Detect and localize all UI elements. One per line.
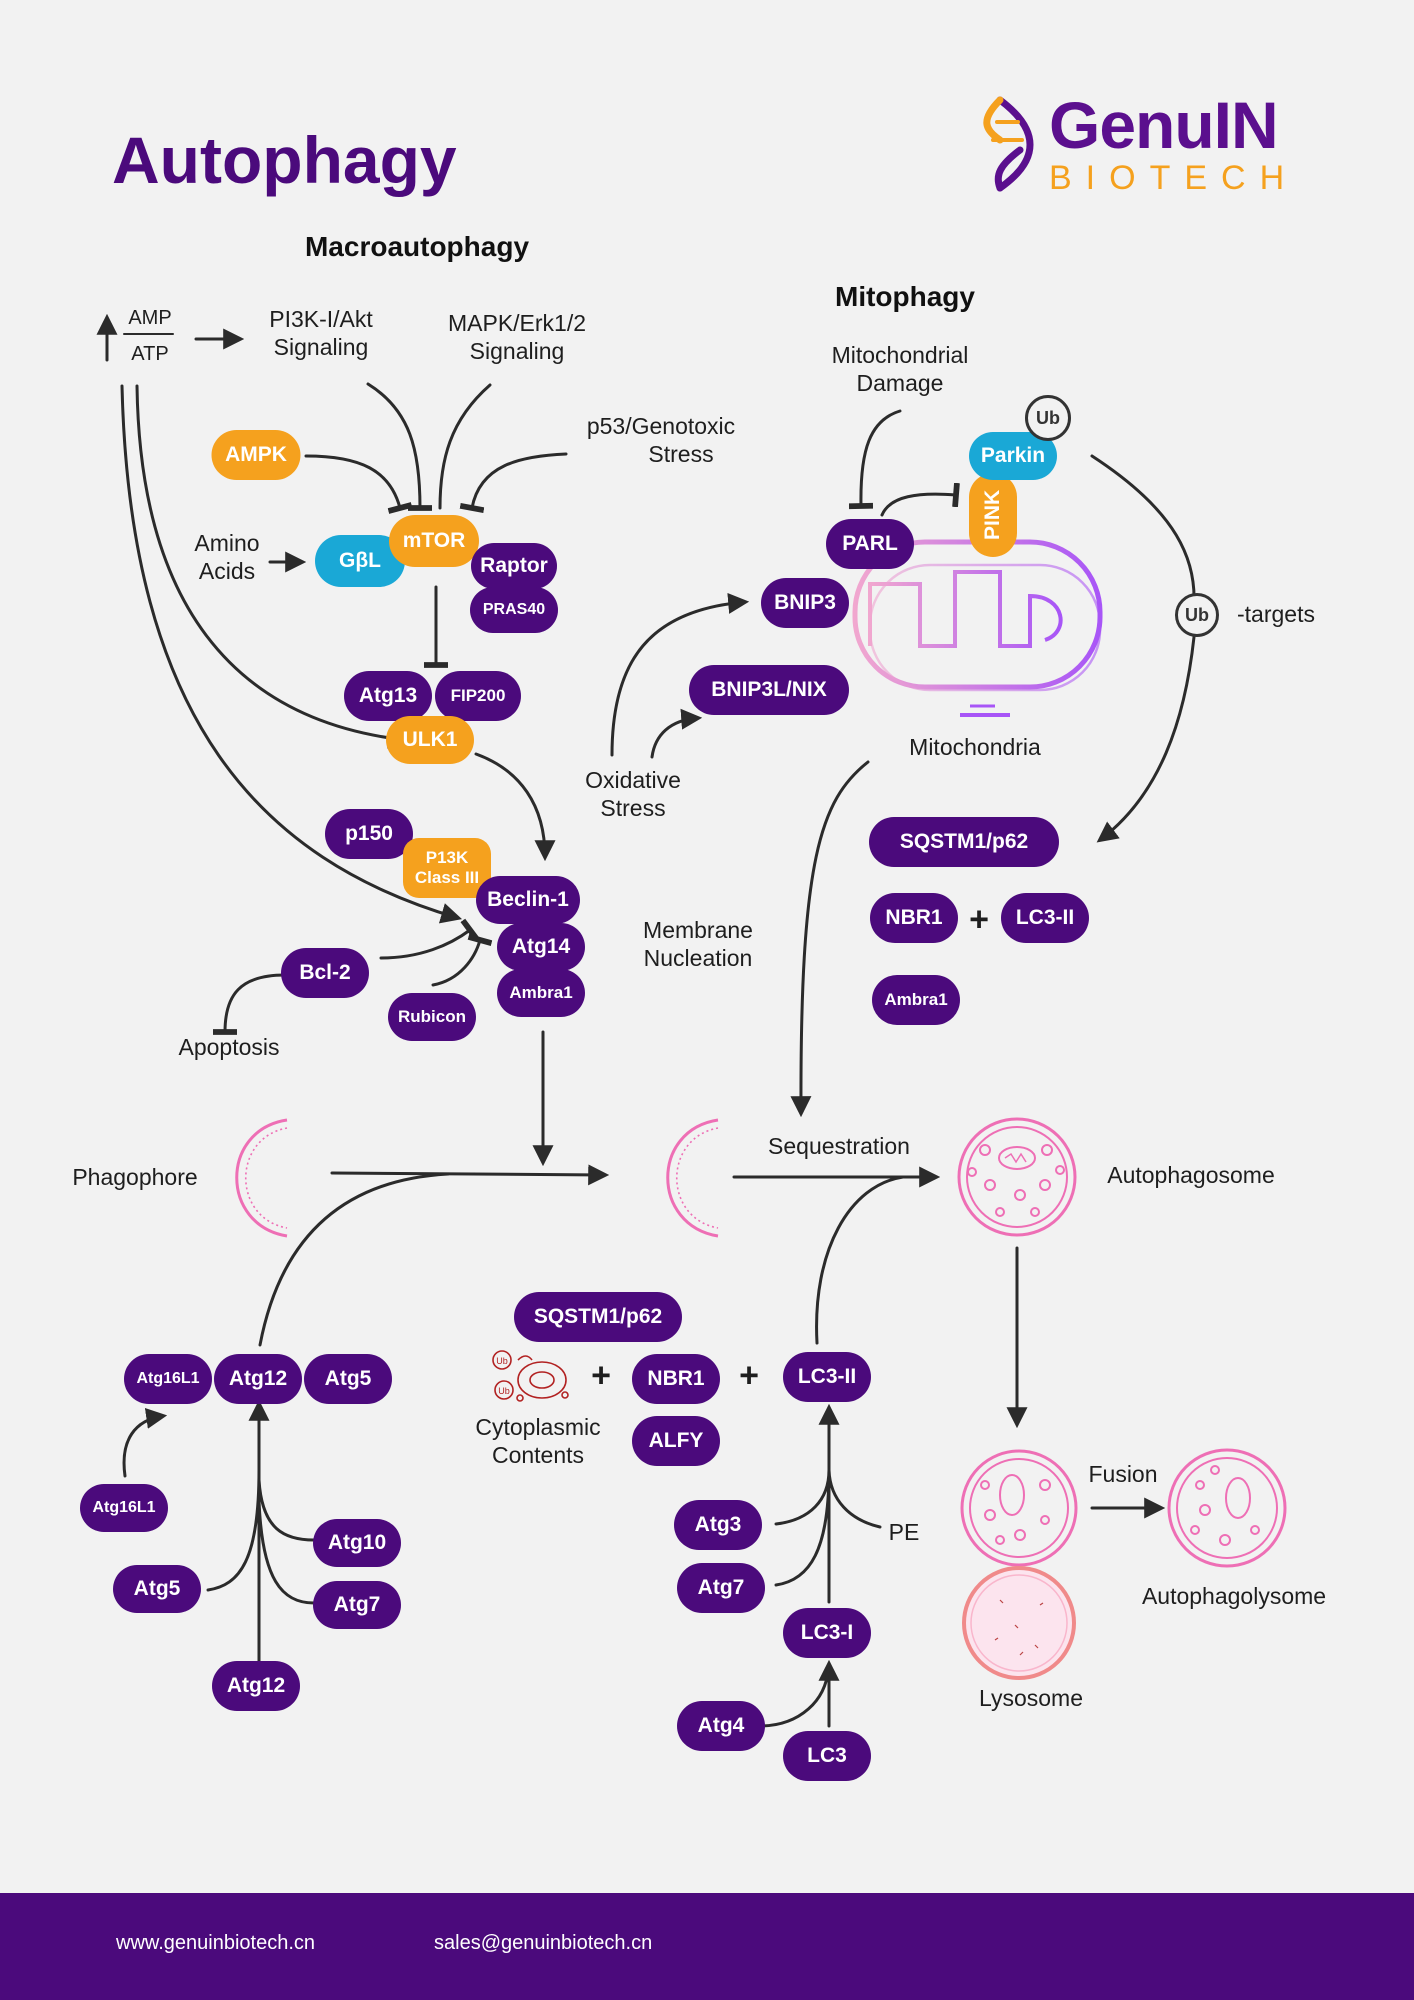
page-title: Autophagy — [112, 123, 457, 197]
phagophore-icon — [666, 1118, 719, 1238]
logo-brand: GenuIN — [1049, 88, 1279, 162]
atg13-node: Atg13 — [344, 671, 432, 721]
autophagolysome-label: Autophagolysome — [1141, 1582, 1327, 1609]
apoptosis-label: Apoptosis — [178, 1033, 280, 1060]
ampk-node: AMPK — [211, 430, 301, 480]
alfy-node: ALFY — [632, 1416, 720, 1466]
email-link[interactable]: sales@genuinbiotech.cn — [434, 1932, 653, 1954]
atg5-node: Atg5 — [113, 1565, 201, 1613]
atg7-node: Atg7 — [313, 1581, 401, 1629]
parkin-node: Parkin — [969, 432, 1057, 480]
atg16l1-node: Atg16L1 — [124, 1354, 212, 1404]
atg4-node: Atg4 — [677, 1701, 765, 1751]
beclin1-node: Beclin-1 — [476, 876, 580, 924]
ub-icon: Ub — [1025, 395, 1071, 441]
footer-bar — [0, 1893, 1414, 2000]
ulk1-node: ULK1 — [386, 716, 474, 764]
lysosome-label: Lysosome — [979, 1684, 1083, 1711]
autophagolysosome-icon — [1167, 1448, 1287, 1568]
lc3ii-node: LC3-II — [1001, 893, 1089, 943]
autophagosome-icon — [957, 1117, 1077, 1237]
logo-sub: BIOTECH — [1049, 159, 1299, 197]
autophagosome-icon — [960, 1449, 1078, 1567]
atp-label: ATP — [131, 342, 169, 365]
sqstm1-node: SQSTM1/p62 — [869, 817, 1059, 867]
mitochondria-label: Mitochondria — [909, 733, 1041, 760]
pras40-node: PRAS40 — [470, 587, 558, 633]
svg-text:Ub: Ub — [496, 1356, 508, 1366]
parl-node: PARL — [826, 519, 914, 569]
phagophore-icon — [235, 1118, 288, 1238]
bcl2-node: Bcl-2 — [281, 948, 369, 998]
bnip3l-nix-node: BNIP3L/NIX — [689, 665, 849, 715]
website-link[interactable]: www.genuinbiotech.cn — [116, 1932, 316, 1954]
ambra1-node: Ambra1 — [497, 969, 585, 1017]
lc3-node: LC3 — [783, 1731, 871, 1781]
raptor-node: Raptor — [471, 543, 557, 589]
mtor-node: mTOR — [389, 515, 479, 567]
autophagosome-label: Autophagosome — [1107, 1161, 1275, 1188]
pe-label: PE — [888, 1518, 920, 1545]
plus-sign: + — [969, 900, 989, 939]
rubicon-node: Rubicon — [388, 993, 476, 1041]
atg5-node: Atg5 — [304, 1354, 392, 1404]
svg-text:Ub: Ub — [498, 1386, 510, 1396]
atg10-node: Atg10 — [313, 1519, 401, 1567]
sqstm1-node: SQSTM1/p62 — [514, 1292, 682, 1342]
ub-icon: Ub — [1175, 593, 1219, 637]
atg12-node: Atg12 — [212, 1661, 300, 1711]
sequestration-label: Sequestration — [768, 1132, 910, 1159]
ub-targets-label: -targets — [1237, 600, 1315, 627]
atg12-node: Atg12 — [214, 1354, 302, 1404]
dna-icon — [983, 96, 1034, 192]
logo: GenuIN BIOTECH — [1049, 92, 1298, 196]
atg14-node: Atg14 — [497, 923, 585, 971]
pink-node: PINK — [969, 473, 1017, 557]
plus-sign: + — [739, 1356, 759, 1395]
ambra1-node: Ambra1 — [872, 975, 960, 1025]
lysosome-icon — [962, 1566, 1076, 1680]
nbr1-node: NBR1 — [870, 893, 958, 943]
nbr1-node: NBR1 — [632, 1354, 720, 1404]
fip200-node: FIP200 — [435, 671, 521, 721]
fusion-label: Fusion — [1088, 1460, 1158, 1487]
section-title-macroautophagy: Macroautophagy — [304, 231, 530, 262]
amp-label: AMP — [128, 306, 172, 329]
phagophore-label: Phagophore — [72, 1163, 198, 1190]
lc3ii-node: LC3-II — [783, 1352, 871, 1402]
plus-sign: + — [591, 1356, 611, 1395]
atg3-node: Atg3 — [674, 1500, 762, 1550]
bnip3-node: BNIP3 — [761, 578, 849, 628]
lc3i-node: LC3-I — [783, 1608, 871, 1658]
cytoplasmic-contents-icon: Ub Ub — [492, 1350, 569, 1402]
p150-node: p150 — [325, 809, 413, 859]
atg16l1-node: Atg16L1 — [80, 1484, 168, 1532]
atg7-node: Atg7 — [677, 1563, 765, 1613]
section-title-mitophagy: Mitophagy — [835, 281, 975, 312]
